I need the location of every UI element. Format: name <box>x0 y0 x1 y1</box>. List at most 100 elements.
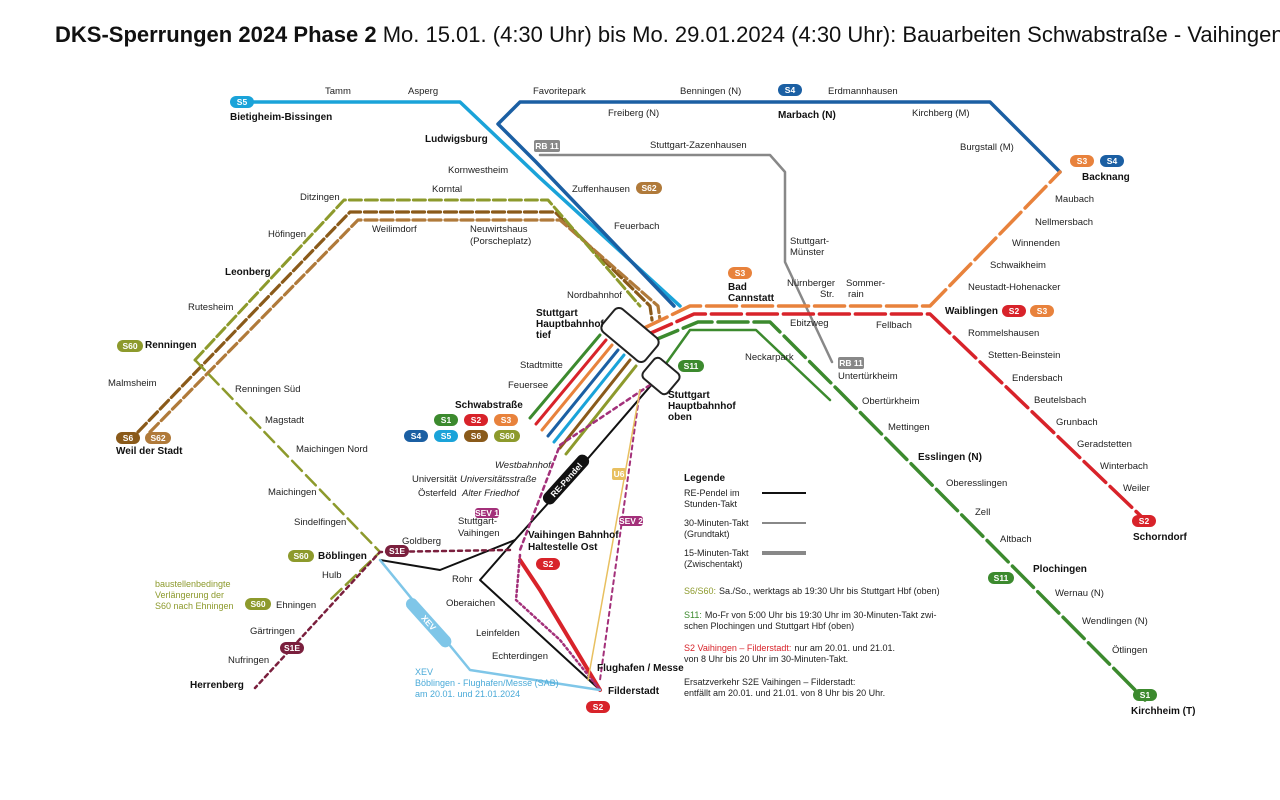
station-backnang: Backnang <box>1082 172 1130 183</box>
station-wernau: Wernau (N) <box>1055 588 1104 599</box>
legend-n3a-text: nur am 20.01. und 21.01. <box>794 643 895 653</box>
station-hoefingen: Höfingen <box>268 229 306 240</box>
legend-t15-1: 15-Minuten-Takt <box>684 548 749 558</box>
badge-s62-weil-label: S62 <box>150 433 165 443</box>
station-altbach: Altbach <box>1000 534 1032 545</box>
badge-s2-schwab: S2 <box>464 414 488 426</box>
line-s60-south <box>193 358 382 602</box>
legend-re-2: Stunden-Takt <box>684 499 738 509</box>
badge-s11-plochingen-label: S11 <box>994 573 1009 583</box>
station-neckarpark: Neckarpark <box>745 352 794 363</box>
station-maichingen-nord: Maichingen Nord <box>296 444 368 455</box>
badge-s2-filderstadt-label: S2 <box>593 702 604 712</box>
station-kirchberg: Kirchberg (M) <box>912 108 970 119</box>
line-s2-south <box>518 558 602 692</box>
station-filderstadt: Filderstadt <box>608 686 660 697</box>
badge-s5-schwab-label: S5 <box>441 431 452 441</box>
station-zazenhausen: Stuttgart-Zazenhausen <box>650 140 747 151</box>
badge-s3-waiblingen-label: S3 <box>1037 306 1048 316</box>
badge-s5-bietigheim-label: S5 <box>237 97 248 107</box>
badge-s60-ehningen-label: S60 <box>250 599 265 609</box>
line-re-pendel-b <box>479 539 601 691</box>
badge-s5-bietigheim: S5 <box>230 96 254 108</box>
badge-s3-cannstatt: S3 <box>728 267 752 279</box>
legend-re-1: RE-Pendel im <box>684 488 740 498</box>
title-rest: Mo. 15.01. (4:30 Uhr) bis Mo. 29.01.2024… <box>376 22 1280 47</box>
station-rohr: Rohr <box>452 574 473 585</box>
station-leinfelden: Leinfelden <box>476 628 520 639</box>
badge-sev2-label: SEV 2 <box>619 516 643 526</box>
line-s2e <box>514 553 602 692</box>
line-s62 <box>148 218 662 434</box>
badge-s62-zuffenhausen-label: S62 <box>641 183 656 193</box>
station-burgstall: Burgstall (M) <box>960 142 1014 153</box>
badge-s4-backnang-label: S4 <box>1107 156 1118 166</box>
badge-s2-waiblingen-label: S2 <box>1009 306 1020 316</box>
badge-s1-kirchheim: S1 <box>1133 689 1157 701</box>
badge-s3-schwab: S3 <box>494 414 518 426</box>
station-mettingen: Mettingen <box>888 422 930 433</box>
station-ditzingen: Ditzingen <box>300 192 340 203</box>
station-muenster-2: Münster <box>790 247 824 258</box>
line-sev <box>518 383 652 552</box>
station-vaihingen-ost-2: Haltestelle Ost <box>528 542 598 553</box>
badge-s1e-gaertringen-label: S1E <box>284 643 300 653</box>
badge-s62-zuffenhausen: S62 <box>636 182 662 194</box>
badge-s11-hbf: S11 <box>678 360 704 372</box>
badge-s3-cannstatt-label: S3 <box>735 268 746 278</box>
station-ebitzweg: Ebitzweg <box>790 318 829 329</box>
legend-n1-text: Sa./So., werktags ab 19:30 Uhr bis Stutt… <box>719 586 940 596</box>
badge-s4-marbach-label: S4 <box>785 85 796 95</box>
station-neustadt: Neustadt-Hohenacker <box>968 282 1060 293</box>
badge-s2-waiblingen: S2 <box>1002 305 1026 317</box>
station-kirchheim: Kirchheim (T) <box>1131 706 1195 717</box>
station-weilimdorf: Weilimdorf <box>372 224 417 235</box>
station-favoritepark: Favoritepark <box>533 86 586 97</box>
station-stadtmitte: Stadtmitte <box>520 360 563 371</box>
station-vaihingen-ost-1: Vaihingen Bahnhof <box>528 530 619 541</box>
station-rutesheim: Rutesheim <box>188 302 233 313</box>
station-fellbach: Fellbach <box>876 320 912 331</box>
legend-t30-1: 30-Minuten-Takt <box>684 518 749 528</box>
station-westbahnhof: Westbahnhof <box>495 460 552 471</box>
station-hulb: Hulb <box>322 570 342 581</box>
station-boeblingen: Böblingen <box>318 551 367 562</box>
badge-s1e-gaertringen: S1E <box>280 642 304 654</box>
line-sev2 <box>599 389 641 681</box>
station-plochingen: Plochingen <box>1033 564 1087 575</box>
badge-s6-schwab-label: S6 <box>471 431 482 441</box>
station-oberesslingen: Oberesslingen <box>946 478 1007 489</box>
line-s6-trunk <box>558 358 632 450</box>
line-s1e <box>253 548 512 690</box>
station-tamm: Tamm <box>325 86 351 97</box>
legend-n2a: S11:Mo-Fr von 5:00 Uhr bis 19:30 Uhr im … <box>684 610 936 620</box>
line-u6 <box>587 389 641 681</box>
line-rb11 <box>538 153 834 364</box>
badge-s5-schwab: S5 <box>434 430 458 442</box>
station-endersbach: Endersbach <box>1012 373 1063 384</box>
station-porscheplatz: (Porscheplatz) <box>470 236 531 247</box>
station-schorndorf: Schorndorf <box>1133 532 1188 543</box>
station-nufringen: Nufringen <box>228 655 269 666</box>
station-muenster-1: Stuttgart- <box>790 236 829 247</box>
station-winnenden: Winnenden <box>1012 238 1060 249</box>
station-oberaichen: Oberaichen <box>446 598 495 609</box>
station-nordbahnhof: Nordbahnhof <box>567 290 622 301</box>
legend-n4b: entfällt am 20.01. und 21.01. von 8 Uhr … <box>684 688 885 698</box>
station-ehningen: Ehningen <box>276 600 316 611</box>
station-hbf-oben-2: Hauptbahnhof <box>668 401 736 412</box>
station-waiblingen: Waiblingen <box>945 306 998 317</box>
badge-s2-schorndorf: S2 <box>1132 515 1156 527</box>
line-s2-east <box>642 312 1147 522</box>
station-alter-friedhof: Alter Friedhof <box>461 488 520 499</box>
badge-s4-backnang: S4 <box>1100 155 1124 167</box>
badge-s3-backnang-label: S3 <box>1077 156 1088 166</box>
station-gaertringen: Gärtringen <box>250 626 295 637</box>
line-s5 <box>248 100 682 308</box>
station-stetten: Stetten-Beinstein <box>988 350 1060 361</box>
line-s60-trunk <box>564 364 638 456</box>
hbf-tief-box <box>600 306 660 364</box>
page-title: DKS-Sperrungen 2024 Phase 2 Mo. 15.01. (… <box>55 22 1280 48</box>
